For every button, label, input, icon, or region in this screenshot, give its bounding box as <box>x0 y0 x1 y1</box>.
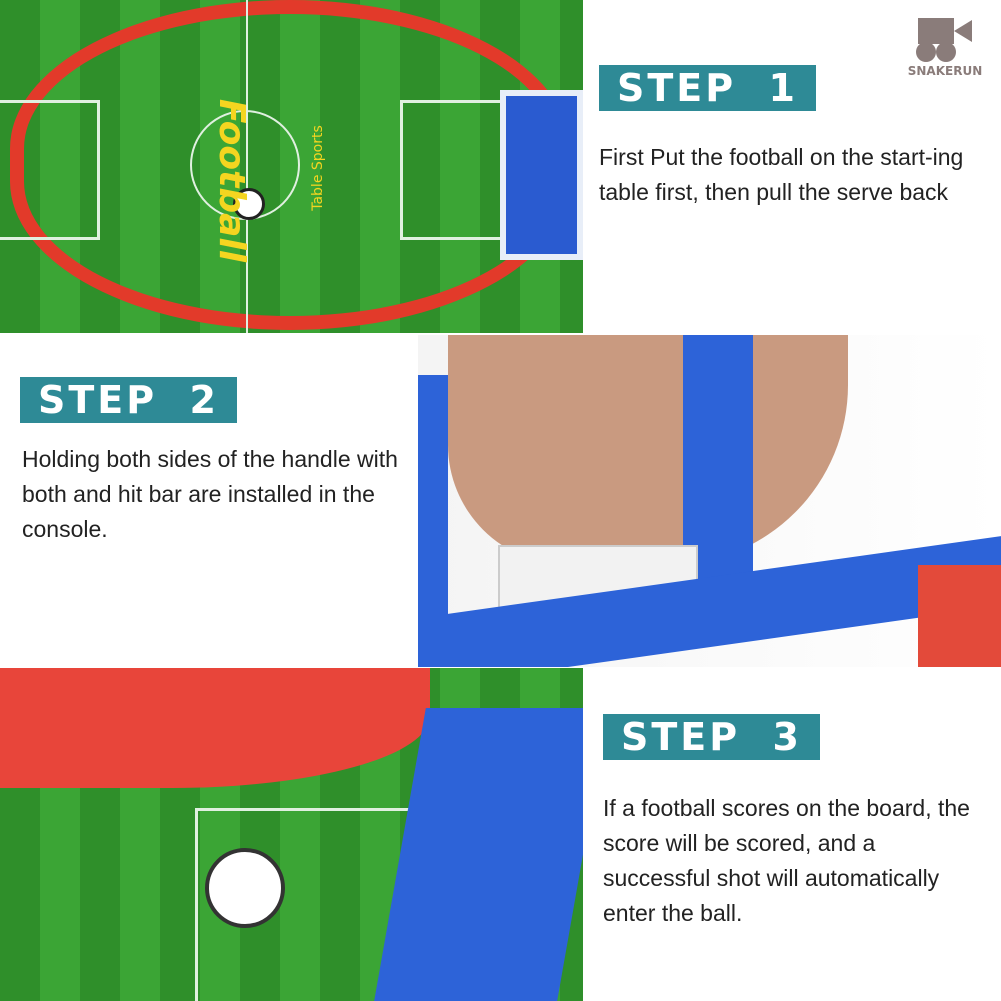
board-sub-text: Table Sports <box>309 125 326 211</box>
step-2-text: Holding both sides of the handle with bo… <box>22 446 398 542</box>
step-3-badge: STEP 3 <box>603 714 820 760</box>
soccer-ball-icon <box>233 188 265 220</box>
product-image-board-closeup <box>0 668 583 1001</box>
step-1-badge: STEP 1 <box>599 65 816 111</box>
soccer-ball-icon <box>205 848 285 928</box>
camera-icon <box>910 6 980 62</box>
logo-text: SNAKERUN <box>907 64 983 78</box>
step-3-text: If a football scores on the board, the s… <box>603 795 970 926</box>
snakerun-logo: SNAKERUN <box>895 2 995 78</box>
board-brand-text: Football <box>211 98 253 263</box>
product-image-hand-console <box>418 335 1001 667</box>
product-image-board-top: Football Table Sports <box>0 0 583 333</box>
step-2-badge: STEP 2 <box>20 377 237 423</box>
step-1-text: First Put the football on the start-ing … <box>599 144 964 205</box>
